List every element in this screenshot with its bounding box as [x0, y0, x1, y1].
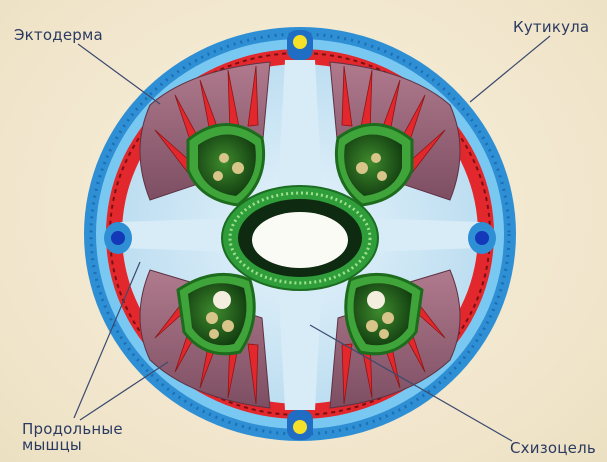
- label-ectoderm: Эктодерма: [14, 27, 103, 43]
- label-schizocoel: Схизоцель: [510, 440, 596, 456]
- label-longitudinal-muscles: Продольные мышцы: [22, 421, 123, 453]
- pointer-ectoderm: [78, 44, 160, 104]
- ventral-nerve-cord: [293, 420, 307, 434]
- intestine: [222, 186, 378, 290]
- pointer-cuticle: [470, 36, 550, 102]
- pointer-muscle-b: [80, 362, 168, 420]
- dorsal-nerve-cord: [293, 35, 307, 49]
- label-cuticle: Кутикула: [513, 19, 589, 35]
- intestine-lumen: [252, 212, 348, 268]
